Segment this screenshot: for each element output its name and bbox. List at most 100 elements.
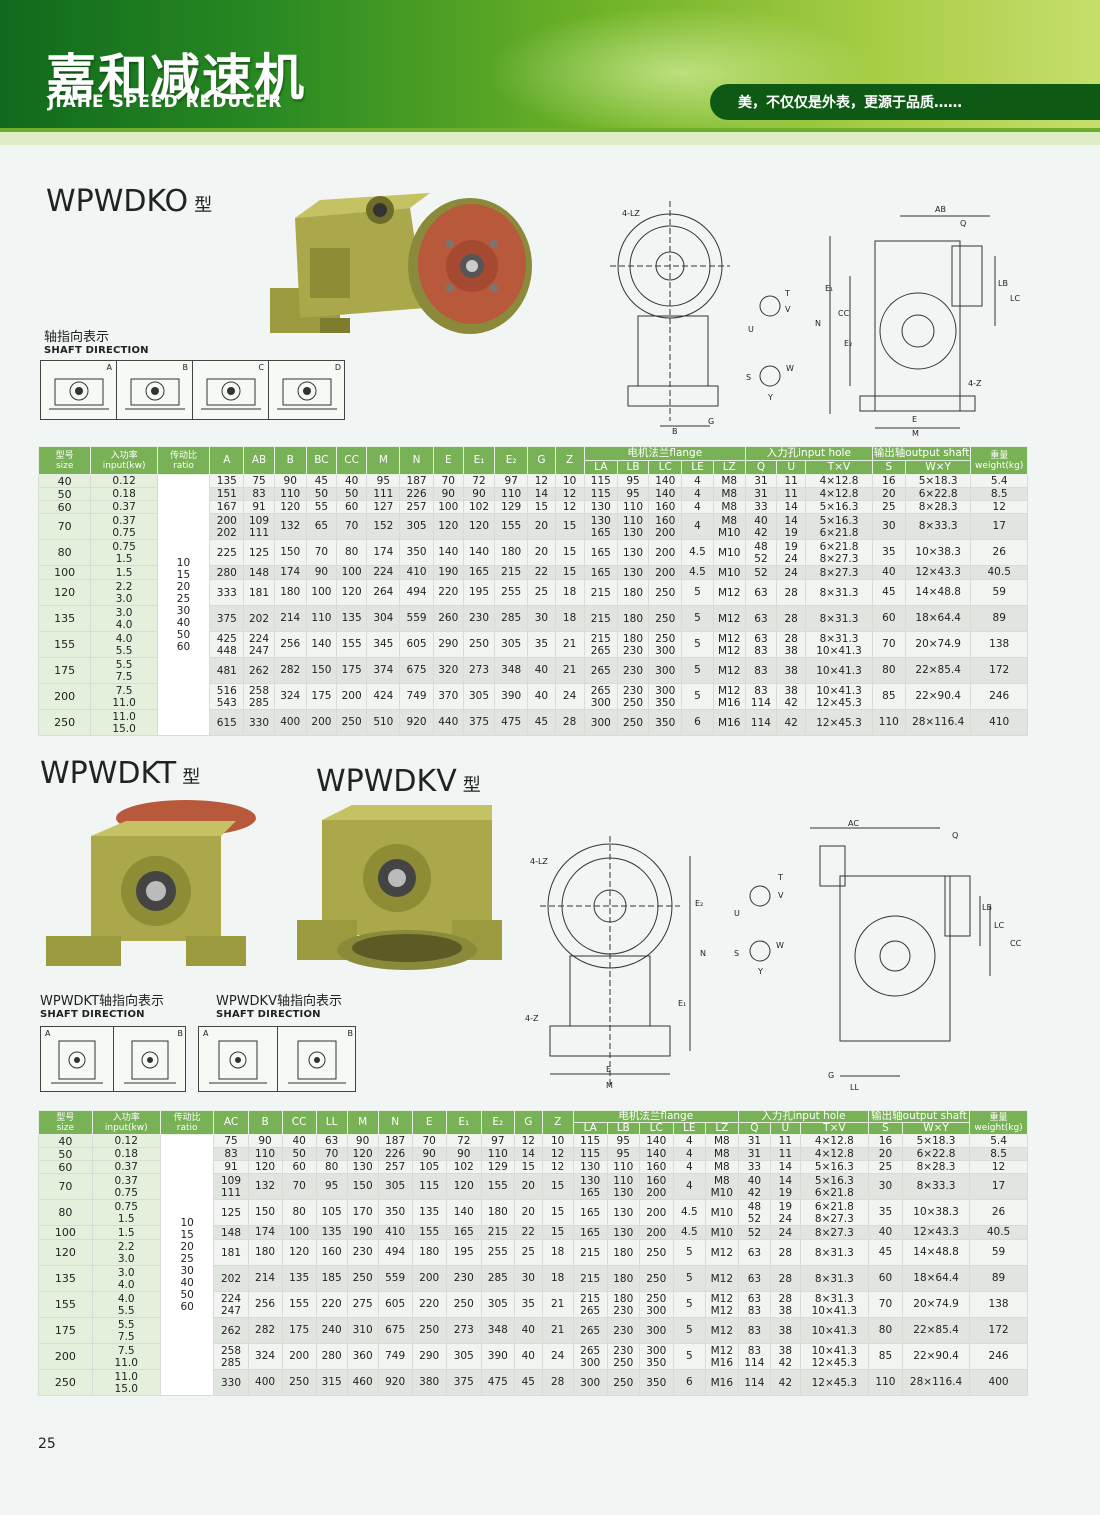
table-cell: 85 [867,1343,903,1370]
table-cell: 35 [513,1291,543,1318]
dim-label: Y [757,967,763,976]
table-cell: 31 [744,474,778,488]
model-name: WPWDKV [316,764,457,799]
table-cell: 45 [513,1369,543,1396]
col-header: G [513,1110,543,1135]
shaft-direction-diagram-wpwdkv: A B [198,1026,356,1092]
table-cell: 135 [336,605,368,632]
table-cell: 305 [462,683,496,710]
table-cell: 175 [38,1317,93,1344]
table-cell: 4 [681,513,714,540]
table-cell: 100 [37,565,92,580]
table-cell: 246 [970,683,1028,710]
col-header: T×V [799,1122,869,1135]
col-header: Z [541,1110,574,1135]
dim-label: M [912,429,919,436]
table-cell: 12 [554,487,585,501]
dim-label: E₁ [678,999,686,1008]
table-cell: 257 [399,500,434,514]
table-cell: 28 [541,1369,574,1396]
dim-label: V [778,891,784,900]
table-cell: 305 [480,1291,515,1318]
table-cell: 30 [527,605,556,632]
table-cell: 920 [377,1369,413,1396]
table-cell: 250 [638,1265,674,1292]
shaft-cell-a: A [41,361,117,419]
table-cell: 90 [462,487,496,501]
table-cell: 110 [606,1160,640,1174]
reducer-photo-wpwdkv [297,805,502,970]
table-cell: 559 [399,605,434,632]
table-cell: 30 [867,1173,903,1200]
table-cell: 110 [494,487,529,501]
dim-label: AB [935,205,946,214]
table-cell: 155 [38,1291,93,1318]
table-cell: 80 [336,539,368,566]
table-cell: 200 [37,683,92,710]
table-cell: 615 [209,709,245,736]
table-cell: 370 [432,683,464,710]
table-cell: 200 [648,539,683,566]
table-cell: 150 [273,539,307,566]
table-cell: 15 [513,1160,543,1174]
dim-label: S [746,373,751,382]
table-cell: 494 [399,579,434,606]
table-cell: 200 [336,683,368,710]
dim-label: AC [848,819,859,828]
table-cell: 155 [281,1291,317,1318]
col-header: E₁ [462,446,496,475]
model-name: WPWDKT [40,756,177,791]
table-cell: 148 [213,1225,249,1240]
table-cell: 150 [247,1199,283,1226]
dim-label: CC [838,309,850,318]
table-cell: 70 [281,1173,317,1200]
table-cell: 20×74.9 [901,1291,971,1318]
table-cell: 375 [209,605,245,632]
table-cell: 250 [411,1317,447,1344]
table-cell: 130 [346,1160,379,1174]
table-cell: 4 [681,500,714,514]
table-cell: 300 [648,657,683,684]
table-cell: 18×64.4 [904,605,972,632]
col-header: AB [243,446,275,475]
table-cell: 33 [737,1160,771,1174]
table-cell: 80 [315,1160,348,1174]
table-cell: 90 [432,487,464,501]
dim-label: W [776,941,784,950]
slogan-bar [710,84,1100,120]
header-glow [470,0,890,145]
col-group-output-shaft: 输出轴output shaft [871,446,972,461]
table-cell: 130 [616,565,650,580]
table-cell: 15 [541,1173,574,1200]
table-cell: 120 [432,513,464,540]
table-cell: 125 [243,539,275,566]
col-header: AC [213,1110,249,1135]
table-cell: 160 [315,1239,348,1266]
table-cell: 410 [970,709,1028,736]
dim-label: E [912,415,917,424]
table-cell: 250 [37,709,92,736]
table-cell: 110 [273,487,307,501]
table-cell: 305 [377,1173,413,1200]
table-cell: 175 [336,657,368,684]
table-cell: 195 [462,579,496,606]
dim-label: G [828,1071,834,1080]
shaft-letter: B [177,1029,184,1038]
table-cell: 22×85.4 [904,657,972,684]
table-cell: 262 [213,1317,249,1344]
table-cell: 5×18.3 [904,474,972,488]
